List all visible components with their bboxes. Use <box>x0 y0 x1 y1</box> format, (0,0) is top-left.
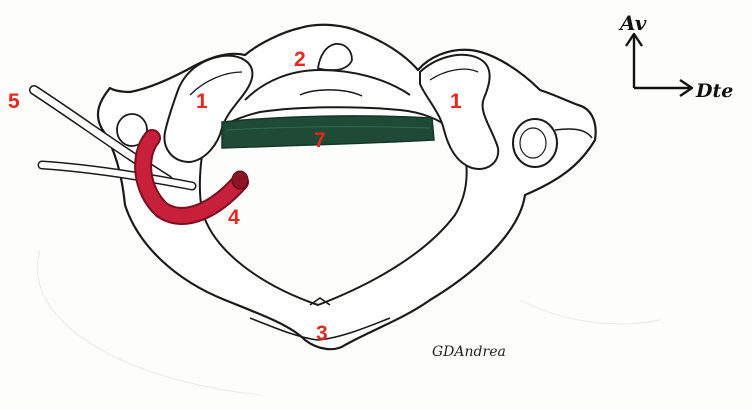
label-nerve: 5 <box>8 90 20 113</box>
anterior-label: Av <box>618 11 647 35</box>
label-left-lateral-mass: 1 <box>196 90 208 113</box>
label-right-lateral-mass: 1 <box>450 90 462 113</box>
label-posterior-arch: 3 <box>316 322 328 345</box>
label-artery: 4 <box>228 206 240 229</box>
signature: GDAndrea <box>432 344 506 360</box>
orientation-indicator: Av Dte <box>618 11 733 102</box>
artery-lumen <box>232 171 248 189</box>
label-ligament: 7 <box>314 129 326 152</box>
label-anterior-arch: 2 <box>294 48 306 71</box>
right-label: Dte <box>695 80 733 102</box>
